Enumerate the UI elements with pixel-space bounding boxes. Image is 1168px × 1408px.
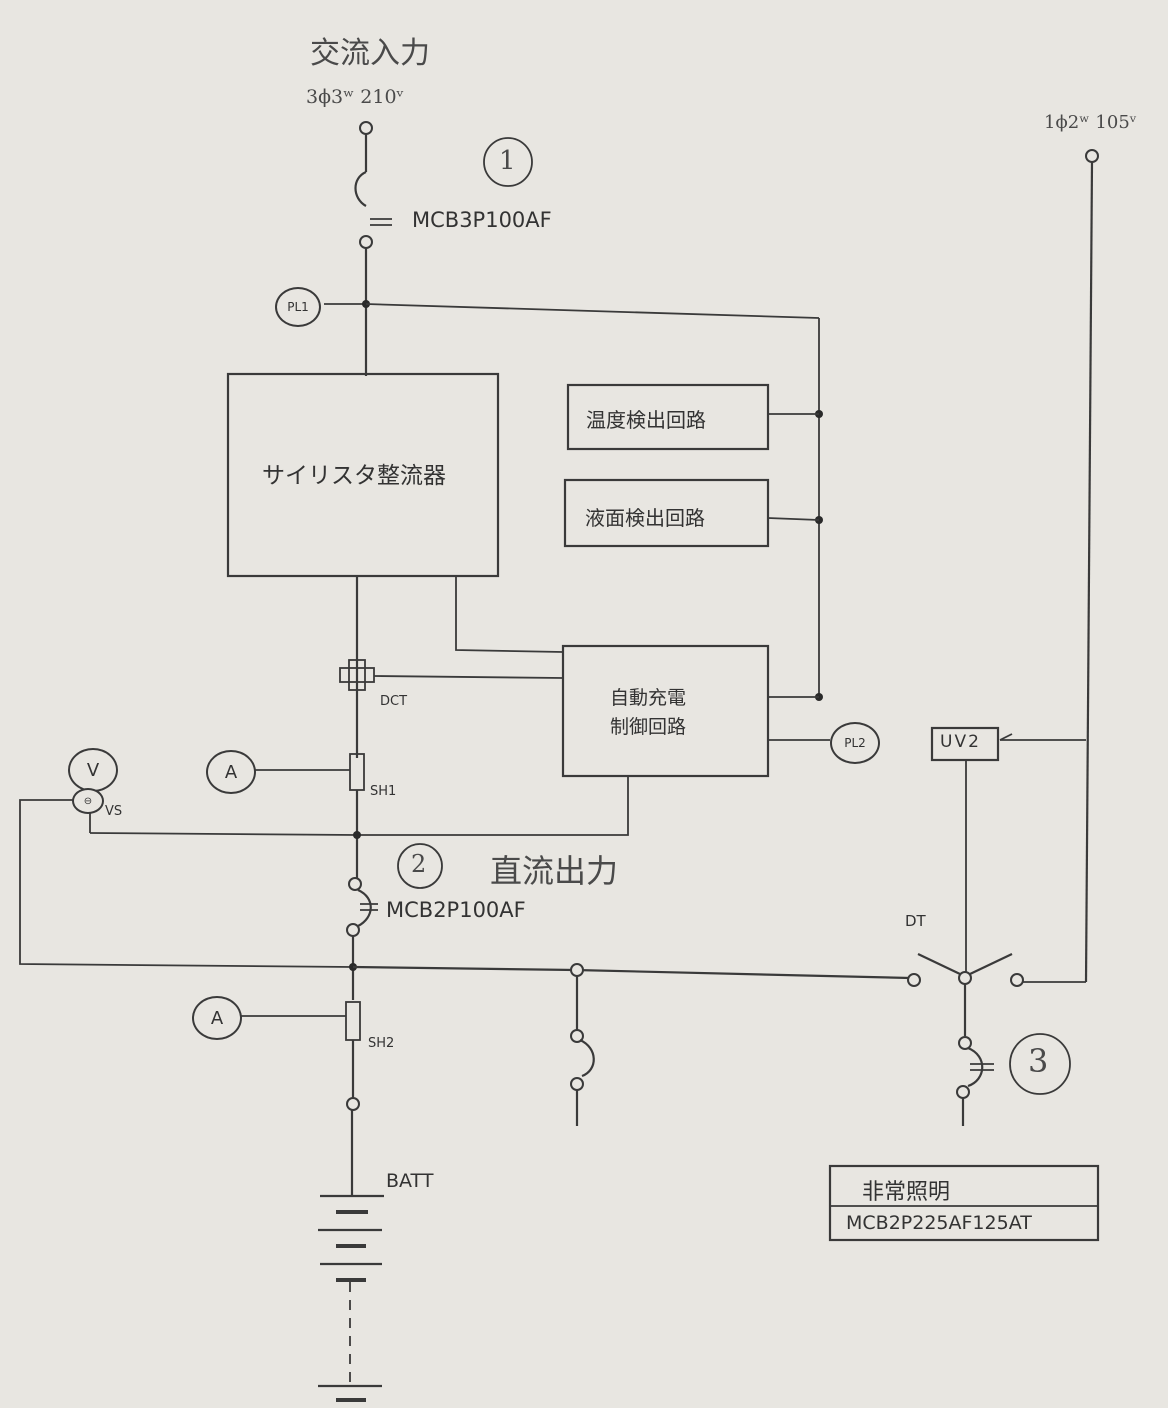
level-detect-label: 液面検出回路 (585, 506, 705, 530)
ac-input-spec: 3ϕ3ʷ 210ᵛ (306, 86, 404, 108)
dct-symbol (348, 659, 366, 691)
branch-switch (579, 1038, 595, 1078)
marker-2-circle (397, 843, 443, 889)
temp-detect-box (566, 383, 770, 451)
single-phase-label: 1ϕ2ʷ 105ᵛ (1044, 112, 1137, 133)
emergency-table (828, 1164, 1100, 1242)
dt-switch-left (917, 953, 961, 975)
ammeter-1: A (206, 750, 256, 794)
sh2-shunt (345, 1001, 361, 1041)
uv2-box (930, 726, 1000, 762)
ammeter-2: A (192, 996, 242, 1040)
marker-1: 1 (499, 146, 516, 176)
mcb2-contact (357, 888, 372, 927)
ac-input-terminal (359, 121, 373, 135)
level-detect-box (563, 478, 770, 548)
sh1-shunt (349, 753, 365, 791)
sh1-label: SH1 (370, 784, 397, 799)
dc-output-label: 直流出力 (490, 852, 619, 890)
rectifier-box (226, 372, 500, 578)
rectifier-label: サイリスタ整流器 (262, 463, 446, 489)
mcb1-contact (354, 170, 367, 207)
marker-2: 2 (411, 850, 427, 878)
dt-switch-right (969, 953, 1013, 975)
mcb1-label: MCB3P100AF (412, 208, 552, 232)
battery-symbol (318, 1194, 384, 1402)
pl1-lamp: PL1 (275, 287, 321, 327)
single-phase-terminal (1085, 149, 1099, 163)
ac-input-title: 交流入力 (310, 36, 430, 71)
vs-label: VS (105, 804, 123, 819)
charge-control-line1: 自動充電 (610, 687, 687, 709)
temp-detect-label: 温度検出回路 (586, 408, 706, 432)
charge-control-box (561, 644, 770, 778)
marker-3-circle (1009, 1033, 1071, 1095)
dct-label: DCT (380, 694, 408, 709)
emergency-breaker-spec: MCB2P225AF125AT (846, 1212, 1032, 1234)
marker-1-circle (483, 137, 533, 187)
voltmeter: V (68, 748, 118, 792)
mcb2-label: MCB2P100AF (386, 898, 526, 922)
dt-label: DT (905, 912, 926, 930)
batt-label: BATT (386, 1170, 434, 1192)
sh2-label: SH2 (368, 1036, 395, 1051)
marker-3: 3 (1028, 1042, 1049, 1080)
pl2-lamp: PL2 (830, 722, 880, 764)
charge-control-line2: 制御回路 (610, 716, 687, 738)
mcb3-contact (967, 1046, 984, 1088)
emergency-lighting-title: 非常照明 (862, 1180, 951, 1205)
uv2-label: UV2 (940, 732, 981, 752)
vs-switch-icon: ⊖ (72, 788, 104, 814)
